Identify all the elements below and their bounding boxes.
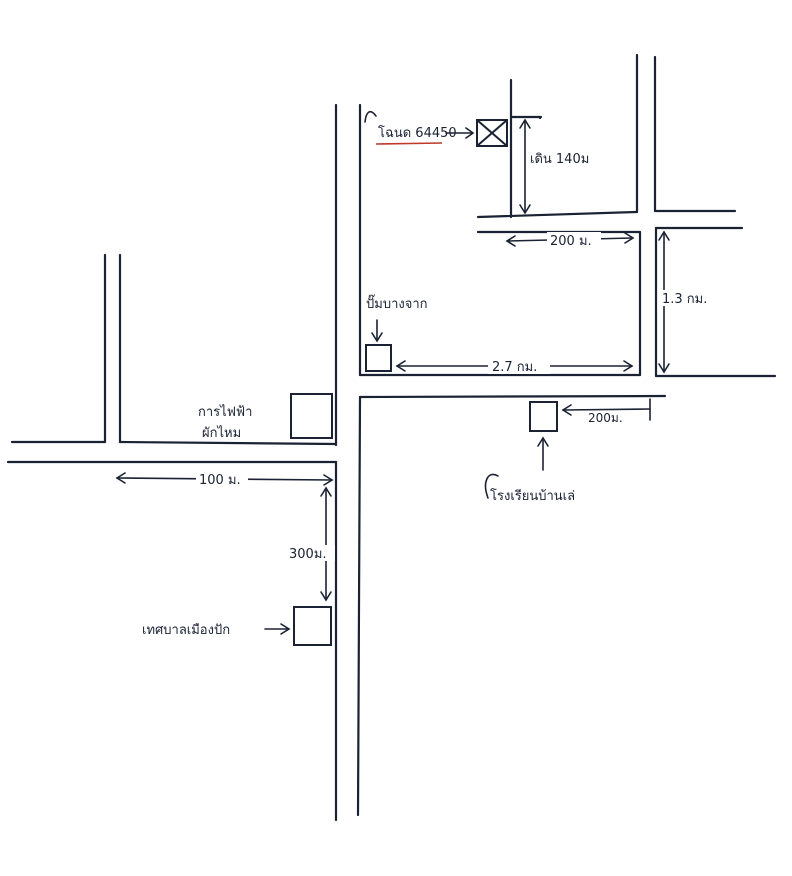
- dist-300-label: 300ม.: [289, 547, 327, 562]
- destination-label: โฉนด 64450: [378, 125, 457, 141]
- dist-300-bg: [287, 545, 335, 561]
- destination-marker: [476, 119, 508, 147]
- walk-140-arrow-down: [519, 204, 531, 215]
- road-loop-horizontal-upper: [476, 210, 639, 219]
- dist-1-3-arrow-down: [658, 363, 670, 374]
- dist-100-arrow-left: [115, 472, 126, 484]
- destination-underline: [375, 142, 443, 145]
- dist-2-7-arrow-left: [395, 360, 406, 372]
- dist-2-7-bg: [488, 358, 550, 374]
- dist-2-7-arrow-right: [623, 360, 634, 372]
- school-label: โรงเรียนบ้านเล่: [490, 488, 575, 504]
- road-main-vertical-right-lower: [356, 395, 362, 817]
- dist-2-7-label: 2.7 กม.: [492, 360, 537, 375]
- municipality-marker: [293, 606, 332, 646]
- destination-pointer-hook: [364, 110, 377, 123]
- office-label-line1: การไฟฟ้า: [198, 404, 252, 420]
- dist-200-top-bg: [547, 232, 601, 248]
- dist-300-arrow-down: [320, 591, 332, 602]
- dist-1-3-label: 1.3 กม.: [662, 292, 707, 307]
- dist-200-top-arrow-left: [505, 235, 516, 247]
- dist-1-3-bg: [660, 290, 716, 306]
- road-mid-horizontal-bottom: [358, 394, 667, 399]
- municipality-arrow-head: [280, 623, 291, 635]
- school-arrow-head: [537, 436, 549, 447]
- dist-100-bg: [196, 471, 248, 487]
- dist-200-school-arrow-left: [561, 404, 572, 416]
- dist-200-school-arrow-line: [562, 408, 651, 411]
- dist-200-school-label: 200ม.: [588, 411, 623, 425]
- walk-140-label: เดิน 140ม: [530, 152, 589, 167]
- dist-200-top-label: 200 ม.: [550, 234, 592, 249]
- dist-300-arrow-up: [320, 486, 332, 497]
- walk-140-arrow-up: [519, 118, 531, 129]
- office-marker: [290, 393, 333, 439]
- school-marker: [529, 401, 558, 432]
- gas-station-arrow-head: [371, 332, 383, 343]
- road-left-top-edge-inner: [118, 440, 338, 446]
- municipality-label: เทศบาลเมืองปัก: [142, 622, 230, 638]
- dist-100-arrow-right: [323, 474, 334, 486]
- school-label-hook: [484, 473, 499, 499]
- gas-station-label: ปั๊มบางจาก: [366, 294, 428, 312]
- dist-100-label: 100 ม.: [199, 473, 241, 488]
- dist-1-3-arrow-up: [658, 230, 670, 241]
- office-label-line2: ผักไหม: [202, 425, 241, 441]
- dist-200-top-arrow-right: [624, 232, 635, 244]
- destination-arrow-head: [465, 127, 475, 139]
- gas-station-marker: [365, 344, 392, 372]
